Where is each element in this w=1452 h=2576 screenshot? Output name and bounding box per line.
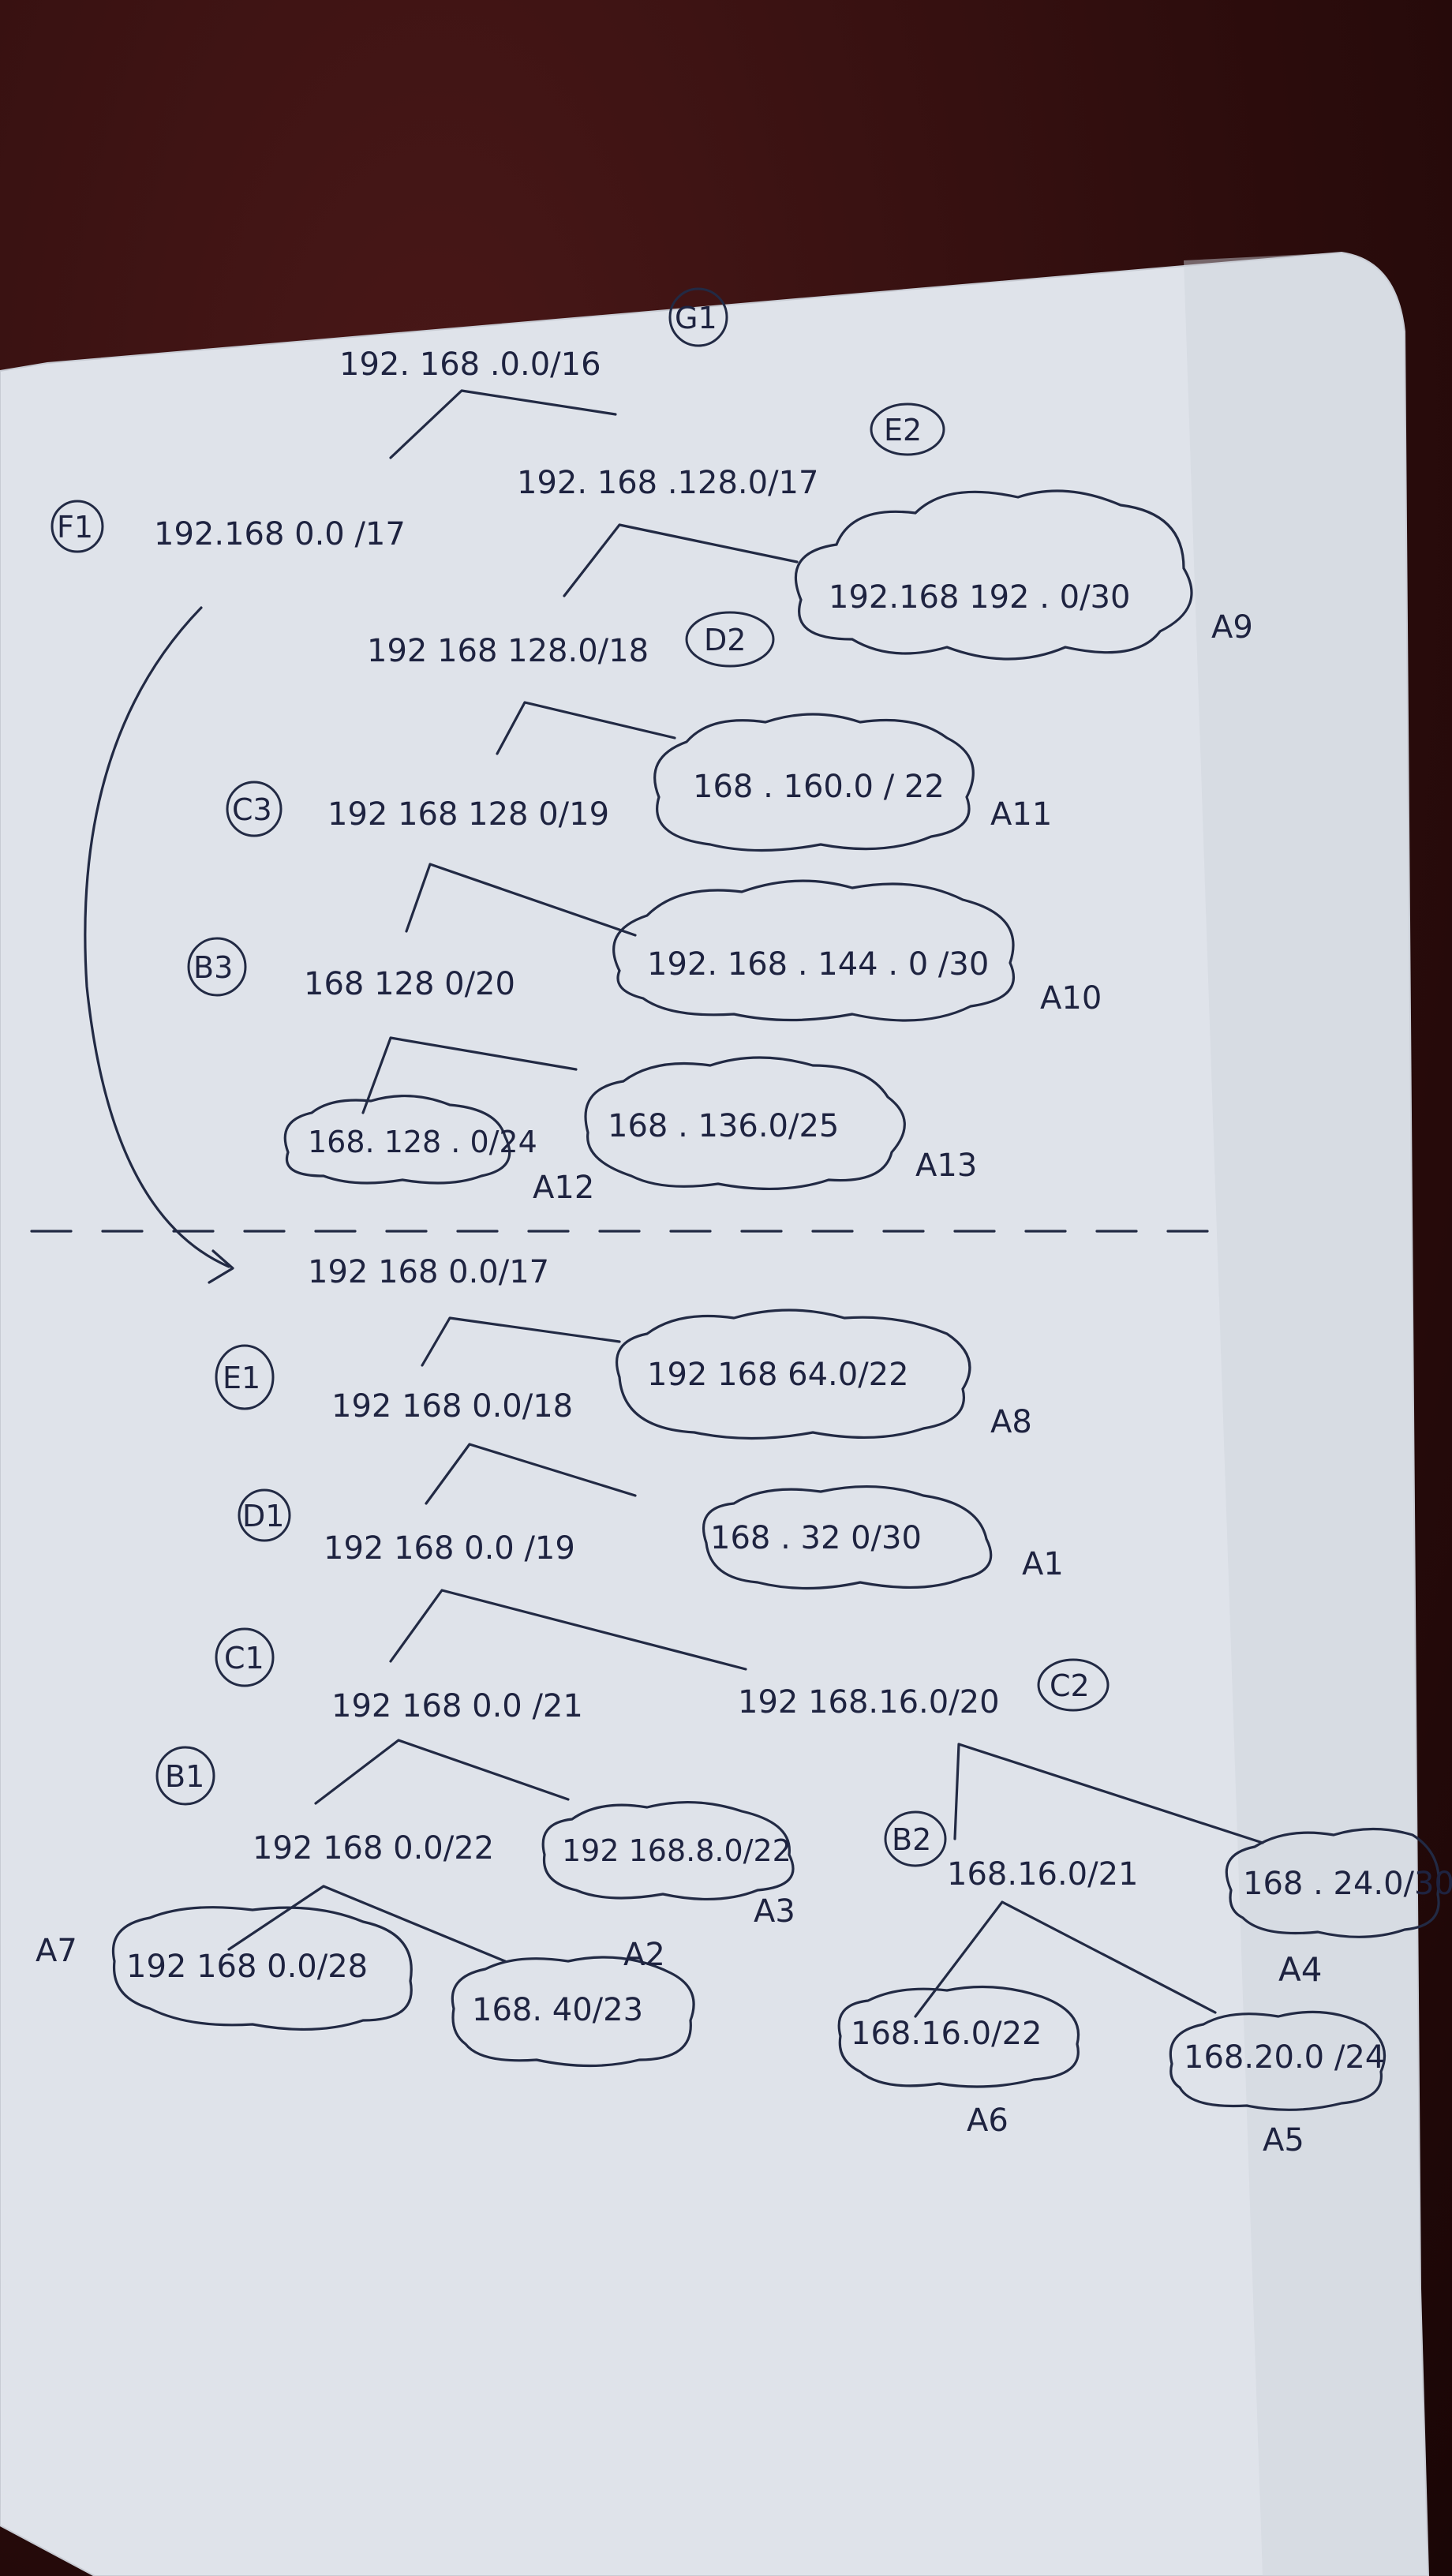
d1-tag: D1: [242, 1499, 284, 1533]
a10-cloud: [612, 879, 1015, 1022]
d1-badge: [238, 1488, 291, 1542]
c3-prefix: 192 168 128 0/19: [327, 796, 609, 833]
a5-tag: A5: [1263, 2122, 1304, 2159]
e1-badge: [215, 1344, 275, 1410]
b1-prefix: 192 168 0.0/22: [253, 1830, 494, 1866]
d2-badge: [685, 611, 775, 668]
a2-cloud: [451, 1956, 695, 2068]
b3-prefix: 168 128 0/20: [304, 966, 515, 1002]
c2-tag: C2: [1050, 1668, 1090, 1703]
a3-cloud: [541, 1800, 795, 1901]
a3-tag: A3: [754, 1893, 795, 1930]
a12-cloud: [283, 1094, 511, 1185]
a13-prefix: 168 . 136.0/25: [608, 1108, 839, 1144]
a9-prefix: 192.168 192 . 0/30: [829, 579, 1130, 616]
a4-prefix: 168 . 24.0/30: [1243, 1866, 1452, 1902]
a1-tag: A1: [1022, 1546, 1064, 1582]
g1-tag: G1: [675, 301, 717, 335]
paper-shade: [1184, 253, 1428, 2576]
b3-split-line: [361, 1036, 578, 1114]
d2-split-line: [496, 701, 676, 755]
a1-cloud: [702, 1485, 993, 1590]
a6-tag: A6: [967, 2102, 1009, 2139]
a7-tag: A7: [36, 1933, 77, 1969]
a12-tag: A12: [533, 1170, 594, 1206]
a13-cloud: [584, 1056, 906, 1191]
b2-badge: [884, 1810, 947, 1867]
f1-badge: [51, 500, 104, 553]
c1-left-split-line: [314, 1739, 570, 1805]
a11-cloud: [653, 713, 975, 852]
c1-prefix: 192 168 0.0 /21: [331, 1688, 583, 1724]
g1-badge: [668, 287, 728, 347]
f1-to-bottom-arrow: [84, 606, 230, 1268]
b1-split-line: [227, 1885, 507, 1963]
e1-split-line: [421, 1316, 621, 1367]
d2-prefix: 192 168 128.0/18: [367, 633, 649, 669]
bottom-root-prefix: 192 168 0.0/17: [308, 1254, 549, 1290]
c3-split-line: [405, 863, 637, 937]
e2-split-line: [563, 523, 799, 597]
a12-prefix: 168. 128 . 0/24: [308, 1125, 537, 1159]
e1-prefix: 192 168 0.0/18: [331, 1388, 573, 1425]
c1-tag: C1: [224, 1641, 264, 1676]
d1-prefix: 192 168 0.0 /19: [324, 1530, 575, 1567]
c2-prefix: 192 168.16.0/20: [738, 1684, 1000, 1720]
a6-cloud: [837, 1985, 1080, 2088]
e2-tag: E2: [884, 413, 922, 447]
a9-tag: A9: [1211, 609, 1253, 646]
a10-tag: A10: [1040, 980, 1102, 1017]
a13-tag: A13: [915, 1148, 977, 1184]
a2-prefix: 168. 40/23: [472, 1992, 643, 2028]
a8-cloud: [616, 1309, 971, 1440]
b1-badge: [155, 1746, 215, 1806]
a4-cloud: [1225, 1827, 1440, 1938]
b3-badge: [187, 937, 247, 997]
c1-split-line: [389, 1589, 747, 1671]
c2-badge: [1037, 1658, 1110, 1712]
a10-prefix: 192. 168 . 144 . 0 /30: [647, 946, 989, 983]
b3-tag: B3: [193, 950, 233, 985]
d1-split-line: [425, 1443, 637, 1505]
e1-tag: E1: [223, 1361, 260, 1395]
a4-tag: A4: [1278, 1950, 1322, 1989]
a5-prefix: 168.20.0 /24: [1184, 2039, 1385, 2076]
arrow-head: [208, 1249, 234, 1284]
a1-prefix: 168 . 32 0/30: [710, 1520, 922, 1556]
c3-badge: [226, 781, 283, 837]
root-split-line: [389, 389, 617, 459]
a5-cloud: [1169, 2010, 1387, 2111]
a9-cloud: [794, 489, 1193, 661]
b1-tag: B1: [165, 1759, 204, 1794]
f1-tag: F1: [57, 510, 93, 545]
b2-tag: B2: [892, 1822, 931, 1857]
a7-cloud: [112, 1906, 413, 2031]
e2-badge: [870, 402, 945, 456]
a6-prefix: 168.16.0/22: [851, 2016, 1042, 2052]
a8-tag: A8: [990, 1404, 1032, 1440]
paper-sheet: [0, 251, 1430, 2576]
f1-left-prefix: 192.168 0.0 /17: [154, 516, 406, 552]
d2-tag: D2: [704, 623, 746, 657]
b2-prefix: 168.16.0/21: [947, 1856, 1139, 1893]
c3-tag: C3: [232, 792, 272, 827]
c1-badge: [215, 1627, 275, 1687]
b2-split-line: [914, 1900, 1217, 2018]
c2-split-line: [953, 1743, 1264, 1844]
a2-tag: A2: [623, 1937, 665, 1973]
a7-prefix: 192 168 0.0/28: [126, 1949, 368, 1985]
a8-prefix: 192 168 64.0/22: [647, 1357, 909, 1393]
a11-tag: A11: [990, 796, 1052, 833]
a3-prefix: 192 168.8.0/22: [562, 1833, 791, 1868]
a11-prefix: 168 . 160.0 / 22: [693, 769, 945, 805]
e2-right-prefix: 192. 168 .128.0/17: [517, 465, 818, 501]
g1-root-prefix: 192. 168 .0.0/16: [339, 346, 601, 383]
